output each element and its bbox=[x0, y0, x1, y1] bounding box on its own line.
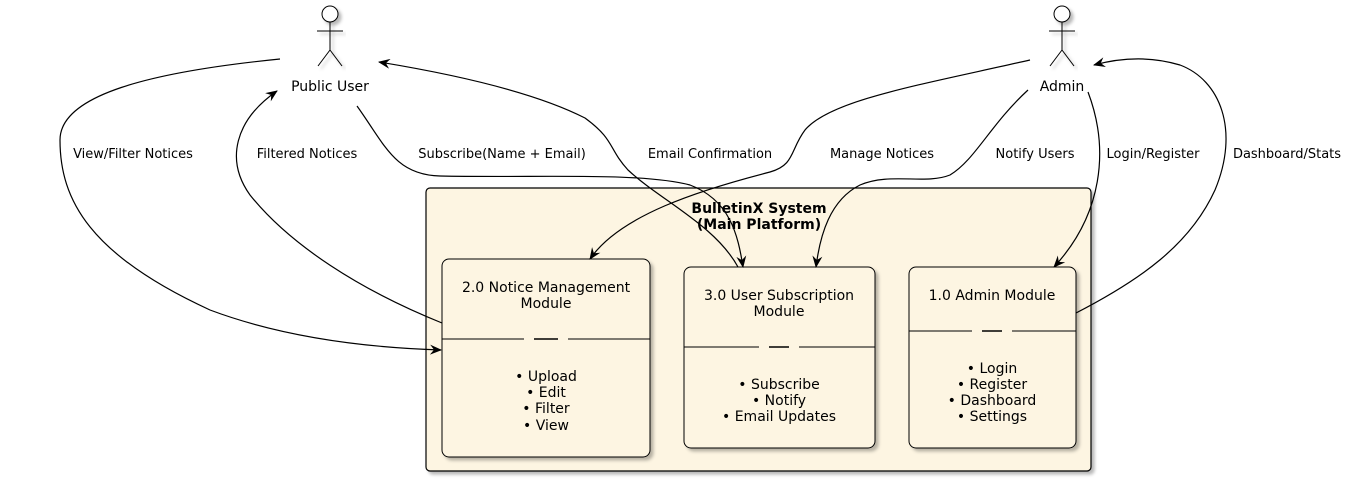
edge-login-register bbox=[1053, 91, 1101, 268]
edge-notify-users bbox=[812, 89, 1029, 268]
admin-actor[interactable]: Admin bbox=[1040, 5, 1085, 95]
user-subscription-module[interactable]: 3.0 User Subscription Module • Subscribe… bbox=[683, 266, 876, 449]
label-email-confirmation: Email Confirmation bbox=[648, 147, 772, 162]
system-subtitle: (Main Platform) bbox=[697, 217, 821, 233]
edge-manage-notices bbox=[589, 59, 1031, 260]
admin-item: • Settings bbox=[957, 409, 1027, 425]
admin-module[interactable]: 1.0 Admin Module • Login • Register • Da… bbox=[908, 266, 1077, 449]
edge-view-filter-notices bbox=[59, 58, 442, 355]
admin-item: • Register bbox=[957, 377, 1028, 393]
public-user-label: Public User bbox=[291, 79, 369, 95]
label-dashboard-stats: Dashboard/Stats bbox=[1233, 147, 1341, 162]
system-title: BulletinX System bbox=[691, 201, 826, 217]
admin-item: • Dashboard bbox=[948, 393, 1037, 409]
edge-email-confirmation bbox=[378, 58, 739, 268]
actor-icon bbox=[317, 5, 343, 67]
label-filtered-notices: Filtered Notices bbox=[257, 147, 358, 162]
label-login-register: Login/Register bbox=[1107, 147, 1201, 162]
label-notify-users: Notify Users bbox=[996, 147, 1075, 162]
subscription-module-title: 3.0 User Subscription bbox=[704, 288, 854, 304]
subscription-module-title-2: Module bbox=[754, 304, 805, 320]
label-manage-notices: Manage Notices bbox=[830, 147, 934, 162]
public-user-actor[interactable]: Public User bbox=[291, 5, 369, 95]
admin-item: • Login bbox=[967, 361, 1017, 377]
label-view-filter-notices: View/Filter Notices bbox=[73, 147, 193, 162]
notice-item: • Edit bbox=[526, 385, 566, 401]
notice-management-module[interactable]: 2.0 Notice Management Module • Upload • … bbox=[441, 258, 651, 458]
edge-dashboard-stats bbox=[1075, 57, 1227, 314]
notice-item: • View bbox=[523, 418, 569, 434]
admin-label: Admin bbox=[1040, 79, 1085, 95]
subscription-item: • Notify bbox=[752, 393, 806, 409]
edge-subscribe bbox=[356, 105, 747, 268]
admin-module-title: 1.0 Admin Module bbox=[929, 288, 1056, 304]
subscription-item: • Subscribe bbox=[738, 377, 820, 393]
edge-filtered-notices bbox=[235, 90, 443, 324]
actor-icon bbox=[1049, 5, 1075, 67]
label-subscribe: Subscribe(Name + Email) bbox=[418, 147, 586, 162]
notice-item: • Filter bbox=[522, 401, 570, 417]
notice-item: • Upload bbox=[515, 369, 577, 385]
subscription-item: • Email Updates bbox=[722, 409, 836, 425]
notice-module-title: 2.0 Notice Management bbox=[462, 280, 631, 296]
notice-module-title-2: Module bbox=[521, 296, 572, 312]
